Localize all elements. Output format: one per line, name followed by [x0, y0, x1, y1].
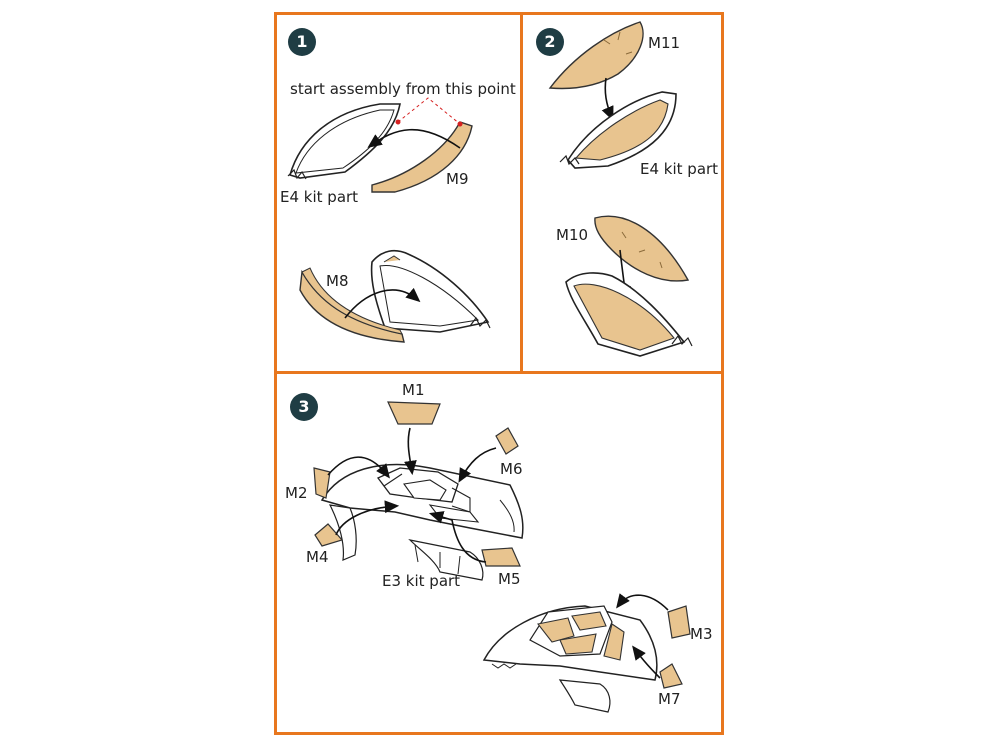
e4-kit-part-label-1: E4 kit part — [280, 188, 359, 206]
m1-label: M1 — [402, 381, 425, 399]
arrow-m9 — [367, 128, 461, 149]
arrow-m6 — [458, 447, 497, 483]
arrow-m4 — [335, 500, 400, 536]
m11-label: M11 — [648, 34, 681, 52]
arrow-m8 — [344, 287, 421, 319]
step-1-badge: 1 — [288, 28, 316, 56]
mask-m9-shape — [371, 121, 473, 193]
canopy-e4-step2 — [559, 91, 677, 169]
m5-label: M5 — [498, 570, 521, 588]
m10-label: M10 — [556, 226, 589, 244]
m6-label: M6 — [500, 460, 523, 478]
mask-m10-shape — [594, 215, 690, 282]
m9-label: M9 — [446, 170, 469, 188]
mask-m5-shape — [481, 547, 521, 567]
mask-m3-shape — [667, 605, 691, 639]
start-point-note: start assembly from this point — [290, 80, 516, 98]
mask-m6-shape — [495, 427, 519, 455]
mask-m2-shape — [313, 467, 331, 499]
step-2-badge: 2 — [536, 28, 564, 56]
m7-label: M7 — [658, 690, 681, 708]
m2-label: M2 — [285, 484, 308, 502]
canopy-e4-top — [287, 103, 401, 180]
step-3-badge: 3 — [290, 393, 318, 421]
e3-frame-small — [482, 605, 658, 713]
m3-label: M3 — [690, 625, 713, 643]
e3-kit-part-label: E3 kit part — [382, 572, 461, 590]
arrow-m11 — [601, 77, 614, 121]
arrow-m5 — [428, 511, 487, 563]
mask-m11-shape — [548, 21, 644, 90]
arrow-m3 — [616, 593, 669, 611]
m4-label: M4 — [306, 548, 329, 566]
canopy-e4-bottom — [370, 249, 491, 333]
arrow-m2 — [327, 456, 390, 479]
start-point-guides — [395, 97, 463, 127]
mask-m7-shape — [659, 663, 683, 689]
arrow-m1 — [404, 427, 417, 476]
mask-m1-shape — [387, 401, 441, 425]
m8-label: M8 — [326, 272, 349, 290]
e3-frame-large — [320, 463, 524, 581]
mask-m8-shape — [299, 267, 405, 343]
mask-m4-shape — [314, 523, 344, 547]
e4-kit-part-label-2: E4 kit part — [640, 160, 719, 178]
arrow-m7 — [632, 645, 661, 679]
canopy-e4-step2-bottom — [565, 272, 693, 357]
